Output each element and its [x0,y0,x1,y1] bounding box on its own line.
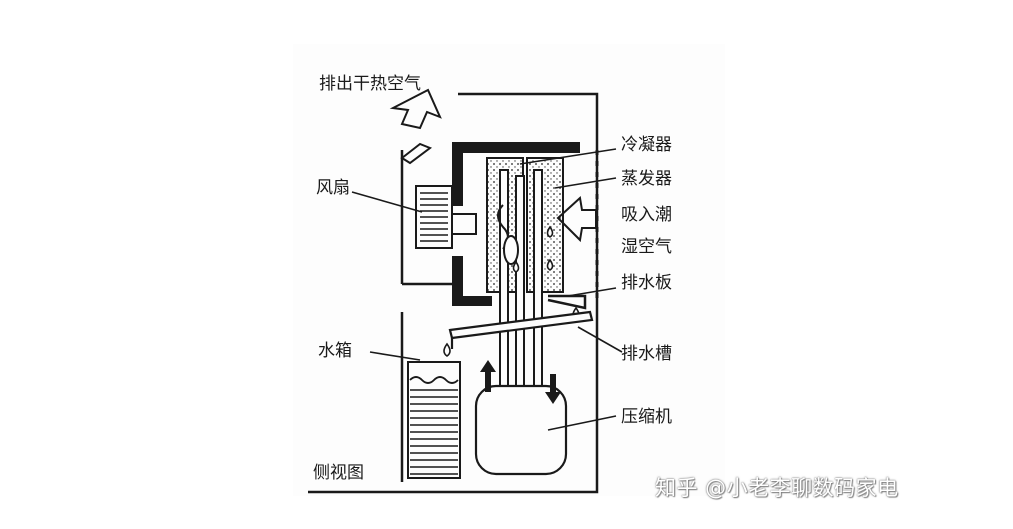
drain-plate [547,294,587,310]
leader-lines [351,148,623,431]
label-view: 侧视图 [313,463,364,483]
label-exhaust: 排出干热空气 [319,74,421,94]
exhaust-arrows [389,88,442,165]
label-evaporator: 蒸发器 [621,169,672,189]
label-drain-plate: 排水板 [621,273,672,293]
label-intake-1: 吸入潮 [621,205,672,225]
compressor [474,384,568,476]
flow-arrows [480,360,561,404]
water-tank [407,361,461,479]
coil-housing [452,142,580,306]
evaporator [526,157,564,293]
label-intake-2: 湿空气 [621,237,672,257]
label-compressor: 压缩机 [621,407,672,427]
label-water-tank: 水箱 [318,341,352,361]
drain-trough [448,310,594,349]
watermark: 知乎 @小老李聊数码家电 [655,476,899,500]
label-drain-trough: 排水槽 [621,344,672,364]
fan [415,185,477,249]
refrigerant-pipes [497,169,543,389]
labels: 排出干热空气 风扇 冷凝器 蒸发器 吸入潮 湿空气 排水板 水箱 排水槽 压缩机… [313,74,672,483]
label-fan: 风扇 [316,178,350,198]
intake-arrow [556,196,597,243]
label-condenser: 冷凝器 [621,135,672,155]
